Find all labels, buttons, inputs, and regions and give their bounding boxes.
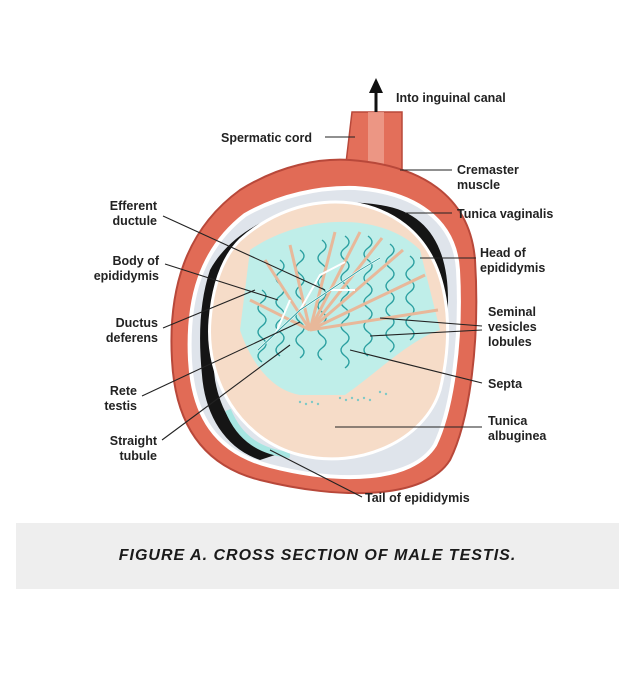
label-cremaster-muscle-2: muscle xyxy=(457,178,500,192)
label-spermatic-cord: Spermatic cord xyxy=(221,131,312,145)
label-straight-tubule-2: tubule xyxy=(120,449,158,463)
label-rete-testis: Rete xyxy=(110,384,137,398)
leader-lines xyxy=(141,136,483,498)
label-tunica-albuginea-2: albuginea xyxy=(488,429,547,443)
label-septa: Septa xyxy=(488,377,523,391)
seminal-vesicles-lobules xyxy=(240,221,440,406)
label-efferent-ductule: Efferent xyxy=(110,199,158,213)
label-ductus-deferens: Ductus xyxy=(116,316,158,330)
tail-of-epididymis xyxy=(225,408,291,458)
label-into-inguinal-canal: Into inguinal canal xyxy=(396,91,506,105)
caption-box: FIGURE A. CROSS SECTION OF MALE TESTIS. xyxy=(16,523,619,589)
label-cremaster-muscle: Cremaster xyxy=(457,163,519,177)
lobule-dots xyxy=(298,390,388,406)
testis-diagram: Into inguinal canal Spermatic cord Crema… xyxy=(94,78,553,505)
up-arrow-icon xyxy=(369,78,383,112)
label-seminal-vesicles-lobules-2: vesicles xyxy=(488,320,537,334)
label-efferent-ductule-2: ductule xyxy=(113,214,157,228)
label-ductus-deferens-2: deferens xyxy=(106,331,158,345)
label-straight-tubule: Straight xyxy=(110,434,158,448)
efferent-ductule xyxy=(257,257,381,351)
label-head-of-epididymis-2: epididymis xyxy=(480,261,545,275)
epididymis-black-layer xyxy=(200,202,448,460)
septa xyxy=(249,231,439,332)
label-head-of-epididymis: Head of xyxy=(480,246,527,260)
label-body-of-epididymis-2: epididymis xyxy=(94,269,159,283)
label-seminal-vesicles-lobules: Seminal xyxy=(488,305,536,319)
label-tail-of-epididymis: Tail of epididymis xyxy=(365,491,470,505)
label-seminal-vesicles-lobules-3: lobules xyxy=(488,335,532,349)
label-tunica-albuginea: Tunica xyxy=(488,414,528,428)
label-tunica-vaginalis: Tunica vaginalis xyxy=(457,207,553,221)
label-body-of-epididymis: Body of xyxy=(112,254,159,268)
label-rete-testis-2: testis xyxy=(104,399,137,413)
figure-caption: FIGURE A. CROSS SECTION OF MALE TESTIS. xyxy=(118,547,517,564)
